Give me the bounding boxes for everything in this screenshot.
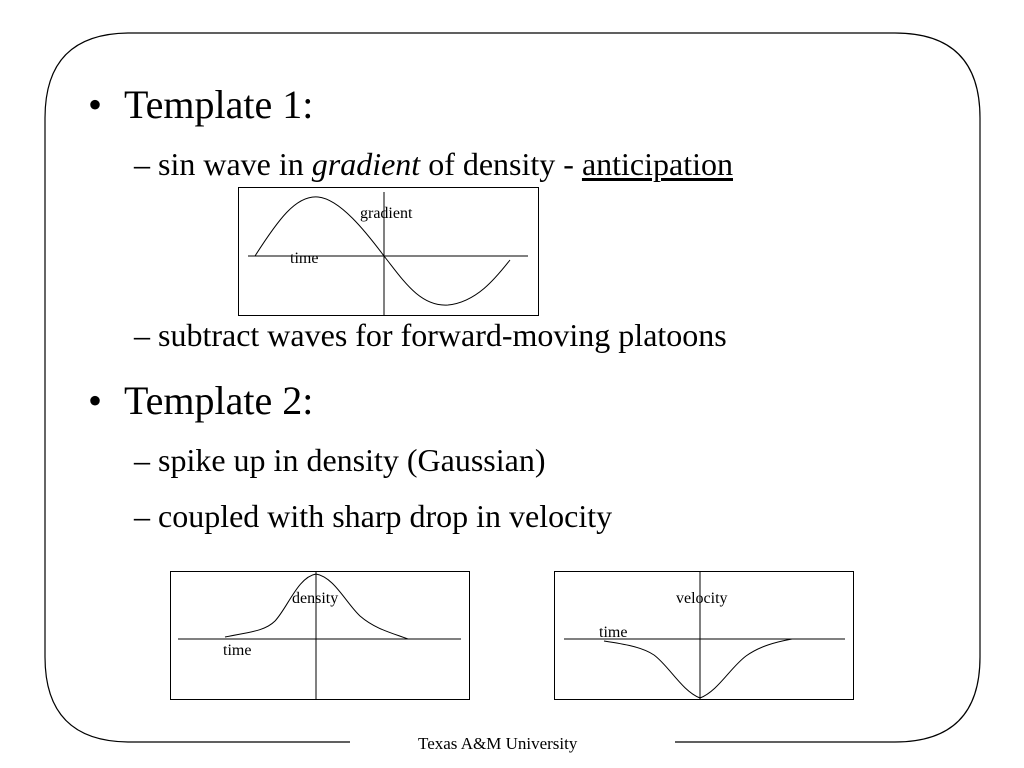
sub-text: subtract waves for forward-moving platoo… [158,317,727,353]
sub-text-italic-gradient: gradient [311,146,421,182]
velocity-diagram [554,571,854,700]
dash-marker: – [134,442,150,478]
gradient-diagram [238,187,539,316]
diagram-box [170,571,470,700]
velocity-time-label: time [599,624,628,641]
velocity-curve [603,638,793,699]
gaussian-curve [224,573,409,640]
gradient-time-label: time [290,250,319,267]
sub-text-before: sin wave in [158,146,312,182]
diagram-box [554,571,854,700]
bullet-marker: • [88,82,103,127]
dash-marker: – [134,317,150,353]
density-curve-label: density [292,590,339,607]
velocity-curve-label: velocity [676,590,728,607]
sine-curve [254,196,511,306]
bullet-template-2: • [88,381,102,421]
dash-marker: – [134,498,150,534]
density-diagram [170,571,470,700]
gradient-curve-label: gradient [360,205,413,222]
sub-bullet-coupled: – coupled with sharp drop in velocity [134,500,612,532]
sub-text: spike up in density (Gaussian) [158,442,546,478]
bullet-marker: • [88,378,103,423]
sub-text-underlined-anticipation: anticipation [581,146,733,182]
density-time-label: time [223,642,252,659]
bullet-template-1-text: Template 1: [124,82,314,127]
sub-bullet-subtract-waves: – subtract waves for forward-moving plat… [134,319,727,351]
sub-bullet-sin-wave: – sin wave in gradient of density - anti… [134,148,733,180]
dash-marker: – [134,146,150,182]
slide-border [44,32,981,743]
sub-bullet-spike-up: – spike up in density (Gaussian) [134,444,546,476]
sub-text: coupled with sharp drop in velocity [158,498,613,534]
diagram-box [238,187,539,316]
sub-text-middle: of density - [420,146,582,182]
footer-institution: Texas A&M University [418,734,578,753]
bullet-template-2-text: Template 2: [124,378,314,423]
bullet-template-1: • [88,85,102,125]
